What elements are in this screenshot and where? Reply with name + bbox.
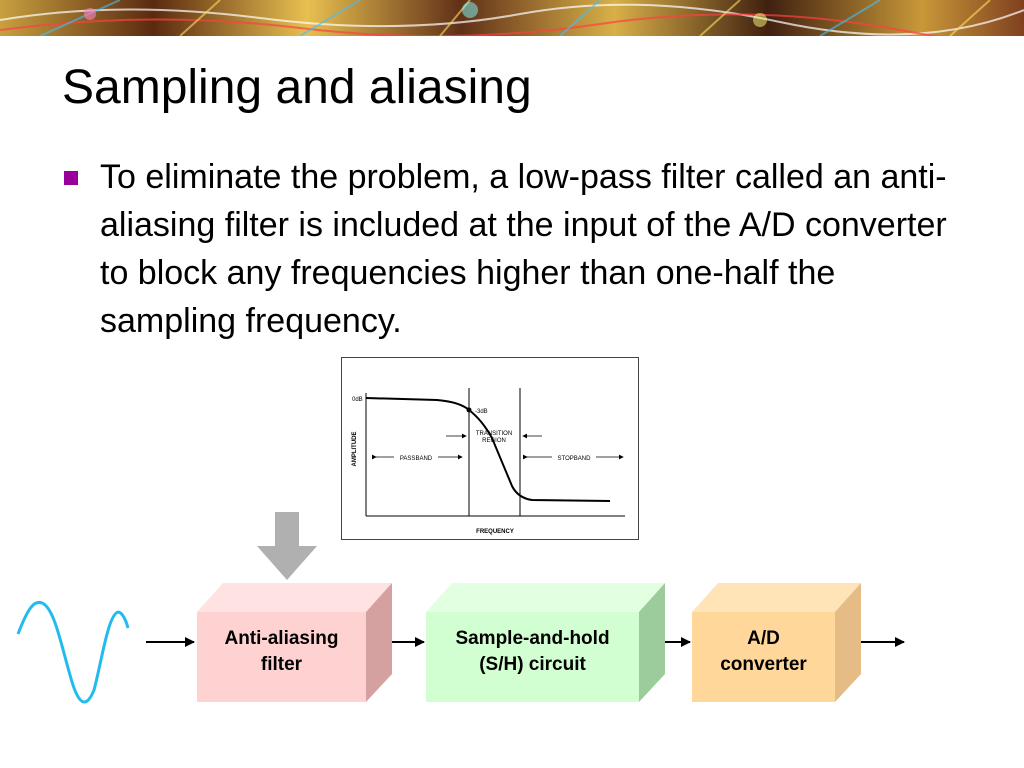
adc-label-line1: A/D xyxy=(747,628,780,649)
anti-aliasing-block xyxy=(197,583,392,702)
signal-chain-diagram xyxy=(16,512,905,704)
stopband-label: STOPBAND xyxy=(558,456,592,462)
sample-hold-label-line1: Sample-and-hold xyxy=(455,628,610,649)
adc-block xyxy=(692,583,861,702)
transition-label-1: TRANSITION xyxy=(476,431,512,437)
sample-hold-block xyxy=(426,583,665,702)
adc-label: A/D converter xyxy=(692,626,835,678)
response-curve xyxy=(365,397,611,502)
sample-hold-label-line2: (S/H) circuit xyxy=(479,654,586,675)
minus3db-point xyxy=(466,407,472,413)
y-axis-label: AMPLITUDE xyxy=(352,432,358,467)
minus3db-label: -3dB xyxy=(475,409,488,415)
input-signal-wave xyxy=(16,600,130,704)
transition-label-2: REGION xyxy=(482,438,506,444)
passband-label: PASSBAND xyxy=(400,456,433,462)
bullet-marker xyxy=(64,171,78,185)
zero-db-label: 0dB xyxy=(352,397,363,403)
filter-response-plot: PASSBAND TRANSITION REGION STOPBAND 0dB … xyxy=(352,388,625,535)
decorative-banner xyxy=(0,0,1024,36)
anti-aliasing-label-line1: Anti-aliasing xyxy=(224,628,339,649)
bullet-text: To eliminate the problem, a low-pass fil… xyxy=(100,158,947,340)
anti-aliasing-label-line2: filter xyxy=(260,654,303,675)
slide-title: Sampling and aliasing xyxy=(62,61,532,114)
filter-response-figure: PASSBAND TRANSITION REGION STOPBAND 0dB … xyxy=(341,357,639,540)
anti-aliasing-label: Anti-aliasing filter xyxy=(197,626,366,678)
x-axis-label: FREQUENCY xyxy=(476,529,514,535)
down-arrow xyxy=(257,512,317,580)
adc-label-line2: converter xyxy=(720,654,807,675)
sample-hold-label: Sample-and-hold (S/H) circuit xyxy=(426,626,639,678)
